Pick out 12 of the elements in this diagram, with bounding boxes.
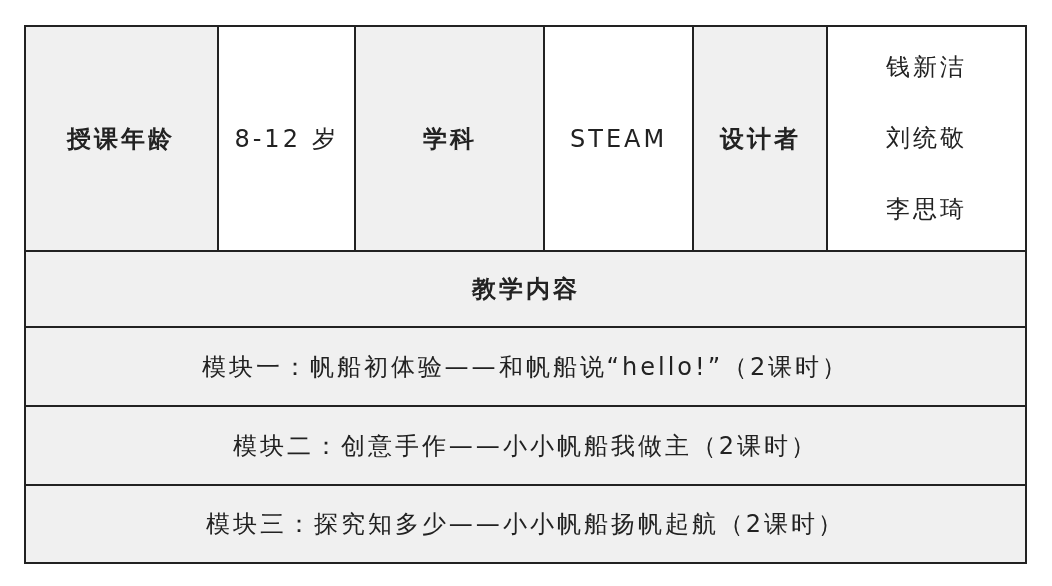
name-text: 刘统敬 (885, 123, 969, 154)
value-text: STEAM (570, 124, 668, 153)
name-text: 李思琦 (885, 194, 969, 225)
module-row-cell: 模块二：创意手作——小小帆船我做主（2课时） (25, 406, 1026, 485)
module-row-cell: 模块一：帆船初体验——和帆船说“hello!”（2课时） (25, 327, 1026, 406)
row-header-cell: 学科 (355, 26, 545, 251)
name-text: 钱新洁 (885, 52, 969, 83)
value-text: 8-12 岁 (234, 124, 339, 153)
row-header-cell: 授课年龄 (25, 26, 218, 251)
row-header-cell: 设计者 (693, 26, 828, 251)
section-header-cell: 教学内容 (25, 251, 1026, 327)
module-row-cell: 模块三：探究知多少——小小帆船扬帆起航（2课时） (25, 485, 1026, 563)
